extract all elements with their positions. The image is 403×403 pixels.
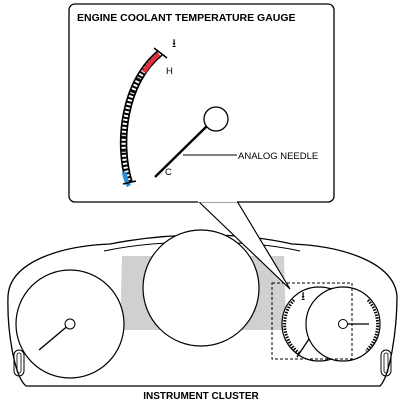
- analog-needle-label: ANALOG NEEDLE: [238, 151, 318, 162]
- analog-needle: [154, 106, 229, 178]
- diagram-title: ENGINE COOLANT TEMPERATURE GAUGE: [77, 12, 296, 24]
- hot-label: H: [166, 66, 173, 77]
- needle-hub: [203, 106, 229, 132]
- callout-pointer: [197, 200, 291, 290]
- right-slot: [380, 349, 392, 377]
- right-gauge: [305, 286, 381, 362]
- cold-label: C: [165, 167, 172, 178]
- hot-zone: [142, 52, 161, 74]
- scale-hot-end: [153, 47, 168, 59]
- center-gauge: [142, 229, 260, 347]
- callout-box: [68, 3, 335, 203]
- scale-cold-end: [122, 180, 137, 185]
- highlight-box: [271, 282, 353, 360]
- mini-coolant-icon: ⭳: [301, 289, 305, 303]
- coolant-temperature-icon: ⭳: [172, 36, 176, 50]
- left-slot: [13, 349, 25, 377]
- cold-zone: [121, 171, 131, 188]
- temperature-scale: [119, 47, 168, 188]
- left-gauge-needle: [38, 323, 71, 351]
- cluster-caption: INSTRUMENT CLUSTER: [143, 391, 259, 402]
- left-gauge: [15, 269, 125, 379]
